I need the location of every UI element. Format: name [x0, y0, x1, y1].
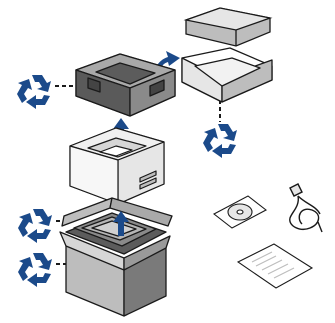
paper-sheet — [238, 244, 312, 288]
power-cord — [290, 184, 322, 232]
laser-printer — [70, 128, 164, 204]
recycle-icon — [203, 124, 237, 158]
plastic-bag — [186, 8, 270, 46]
recycle-icon — [18, 253, 52, 287]
recycle-icon — [18, 209, 52, 243]
packing-sleeve — [182, 48, 272, 102]
cardboard-box — [60, 198, 172, 316]
recycle-icon — [17, 75, 51, 109]
software-cd — [214, 196, 266, 228]
